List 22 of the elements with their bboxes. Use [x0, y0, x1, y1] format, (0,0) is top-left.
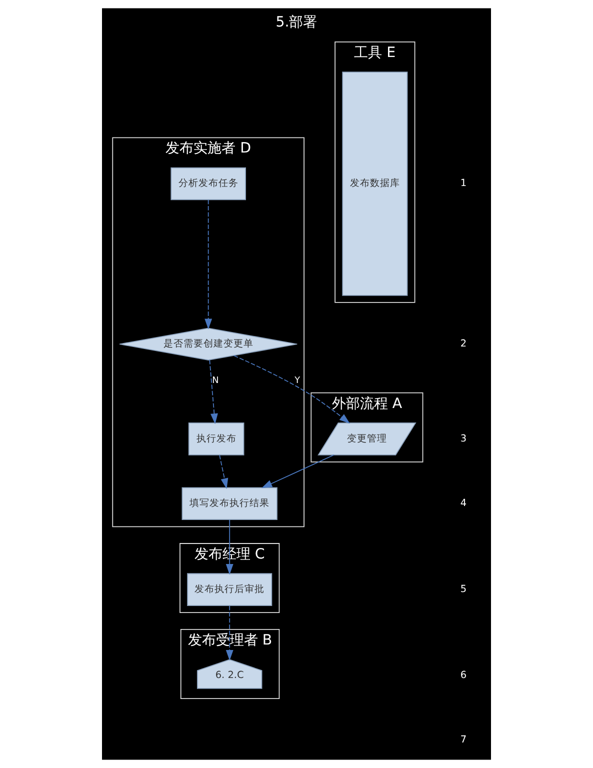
- arrow: [204, 199, 212, 330]
- label: 2: [460, 338, 467, 350]
- node-diamond: 是否需要创建变更单: [119, 328, 298, 361]
- arrow: [234, 355, 350, 424]
- arrow: [209, 360, 218, 424]
- label: 5: [460, 584, 467, 596]
- arrow: [219, 454, 228, 489]
- arrow: [261, 454, 334, 488]
- label: 1: [460, 178, 467, 190]
- edge-label: N: [212, 376, 219, 386]
- node-box: 分析发布任务: [170, 167, 246, 200]
- node-box: 发布数据库: [342, 72, 408, 296]
- node-box: 执行发布: [188, 422, 244, 456]
- node-box: 发布执行后审批: [187, 573, 272, 606]
- label: 3: [460, 433, 467, 444]
- label: 4: [460, 498, 467, 510]
- diagram-title: 5.部署: [276, 14, 318, 31]
- edge-label: Y: [294, 376, 300, 386]
- node-box: 填写发布执行结果: [182, 487, 278, 520]
- label: 7: [460, 734, 467, 746]
- label: 6: [460, 670, 467, 682]
- arrow: [226, 605, 234, 661]
